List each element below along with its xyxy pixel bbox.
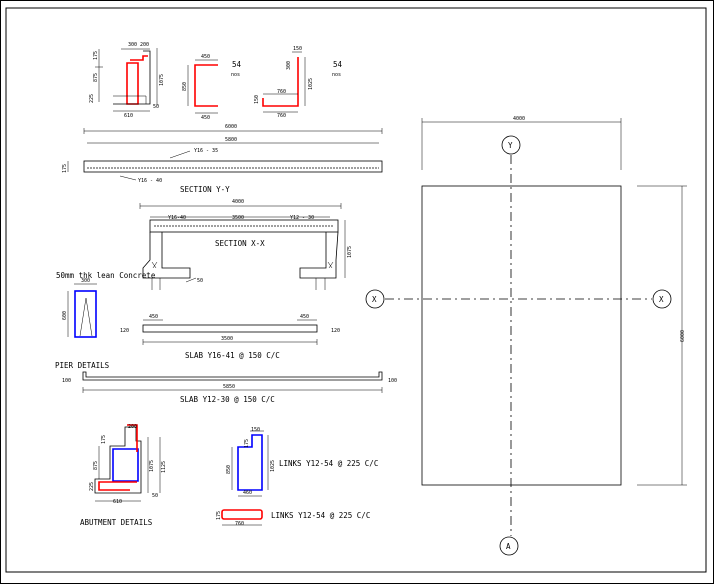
abut-dim-h: 50 <box>152 493 158 499</box>
xx-bar-left: Y16-40 <box>168 215 186 221</box>
yy-dim-inner: 5800 <box>225 137 237 143</box>
yy-title: SECTION Y-Y <box>180 185 230 194</box>
plan-view: 4000 6000 Y X X A <box>365 116 687 556</box>
slab1-dim-th-right: 120 <box>331 328 340 334</box>
links-dim-top: 150 <box>251 427 260 433</box>
abut-dim-c: 875 <box>93 461 99 470</box>
grid-bottom-label: A <box>506 542 511 551</box>
abut-dim-g: 610 <box>113 499 122 505</box>
pier-dim-height: 600 <box>62 311 68 320</box>
xx-title: SECTION X-X <box>215 239 265 248</box>
d3-dim-d: 150 <box>254 95 260 104</box>
xx-bar-right: Y12 - 30 <box>290 215 314 221</box>
plan-dim-width: 4000 <box>513 116 525 122</box>
links-bar2-w: 760 <box>235 521 244 527</box>
slab2-dim-left: 100 <box>62 378 71 384</box>
slab-1: 450 450 120 120 3500 SLAB Y16-41 @ 150 C… <box>120 314 340 360</box>
slab2-label: SLAB Y12-30 @ 150 C/C <box>180 395 275 404</box>
abut-dim-a: 200 <box>128 424 137 430</box>
d2-count: 54 <box>232 60 242 69</box>
abut-dim-e: 1125 <box>161 461 167 473</box>
slab2-dim-len: 5850 <box>223 384 235 390</box>
pier-details: 50mm thk lean Concrete 300 600 PIER DETA… <box>55 271 156 370</box>
grid-x-right-label: X <box>659 295 664 304</box>
d2-dim-bot: 450 <box>201 115 210 121</box>
d1-dim-b: 200 <box>140 42 149 48</box>
d3-dim-a: 300 <box>286 61 292 70</box>
xx-dim-height: 1075 <box>347 246 353 258</box>
abut-dim-b: 175 <box>101 435 107 444</box>
pier-title: PIER DETAILS <box>55 361 110 370</box>
abutment-details: 200 175 875 1075 1125 225 610 50 ABUTMEN… <box>80 424 167 527</box>
d3-unit: nos <box>332 72 341 78</box>
d1-dim-d: 875 <box>93 73 99 82</box>
yy-dim-height: 175 <box>62 164 68 173</box>
pier-lean-note: 50mm thk lean Concrete <box>56 271 156 280</box>
xx-dim-foot: 50 <box>197 278 203 284</box>
links-dim-b: 850 <box>226 465 232 474</box>
d1-dim-e: 1075 <box>159 74 165 86</box>
slab1-dim-left: 450 <box>149 314 158 320</box>
grid-y-label: Y <box>508 141 513 150</box>
d1-dim-f: 225 <box>89 94 95 103</box>
d3-count: 54 <box>333 60 343 69</box>
grid-x-left-label: X <box>372 295 377 304</box>
d3-dim-top: 150 <box>293 46 302 52</box>
section-y-y: 6000 5800 175 Y16 - 35 Y16 - 40 SECTION … <box>62 124 383 194</box>
d2-dim-left: 850 <box>182 82 188 91</box>
section-x-x: 4000 3500 Y16-40 Y12 - 30 1075 50 SECTIO… <box>139 199 353 290</box>
sheet-border-inner <box>5 7 707 573</box>
pier-dim-width: 300 <box>81 278 90 284</box>
d3-dim-e: 760 <box>277 113 286 119</box>
d1-dim-g: 610 <box>124 113 133 119</box>
d2-dim-top: 450 <box>201 54 210 60</box>
bar-detail-3: 150 300 1025 760 150 760 54 nos <box>254 46 343 119</box>
slab1-dim-len: 3500 <box>221 336 233 342</box>
links-dim-w: 460 <box>243 490 252 496</box>
links-bar2-h: 175 <box>216 511 222 520</box>
links-dim-c: 1025 <box>270 460 276 472</box>
links-details: 150 175 850 1025 460 LINKS Y12-54 @ 225 … <box>216 427 378 527</box>
d2-unit: nos <box>231 72 240 78</box>
d1-dim-c: 175 <box>93 51 99 60</box>
yy-dim-overall: 6000 <box>225 124 237 130</box>
yy-bar-label: Y16 - 35 <box>194 148 218 154</box>
links-label2: LINKS Y12-54 @ 225 C/C <box>271 511 370 520</box>
slab1-dim-right: 450 <box>300 314 309 320</box>
abut-dim-d: 1075 <box>149 460 155 472</box>
abut-title: ABUTMENT DETAILS <box>80 518 153 527</box>
d3-dim-c: 760 <box>277 89 286 95</box>
d1-dim-h: 50 <box>153 104 159 110</box>
xx-dim-overall: 4000 <box>232 199 244 205</box>
slab2-dim-right: 100 <box>388 378 397 384</box>
slab1-dim-th-left: 120 <box>120 328 129 334</box>
links-dim-a: 175 <box>244 439 250 448</box>
slab-2: 100 100 5850 SLAB Y12-30 @ 150 C/C <box>62 371 397 404</box>
d1-dim-a: 300 <box>128 42 137 48</box>
yy-bar-label-bottom: Y16 - 40 <box>138 178 162 184</box>
d3-dim-b: 1025 <box>308 78 314 90</box>
plan-dim-height: 6000 <box>680 330 686 342</box>
bar-detail-2: 450 850 450 54 nos <box>182 54 242 121</box>
slab1-label: SLAB Y16-41 @ 150 C/C <box>185 351 280 360</box>
bar-detail-1: 300 200 175 875 1075 225 610 50 <box>89 42 165 119</box>
abut-dim-f: 225 <box>89 482 95 491</box>
links-label: LINKS Y12-54 @ 225 C/C <box>279 459 378 468</box>
xx-dim-inner: 3500 <box>232 215 244 221</box>
